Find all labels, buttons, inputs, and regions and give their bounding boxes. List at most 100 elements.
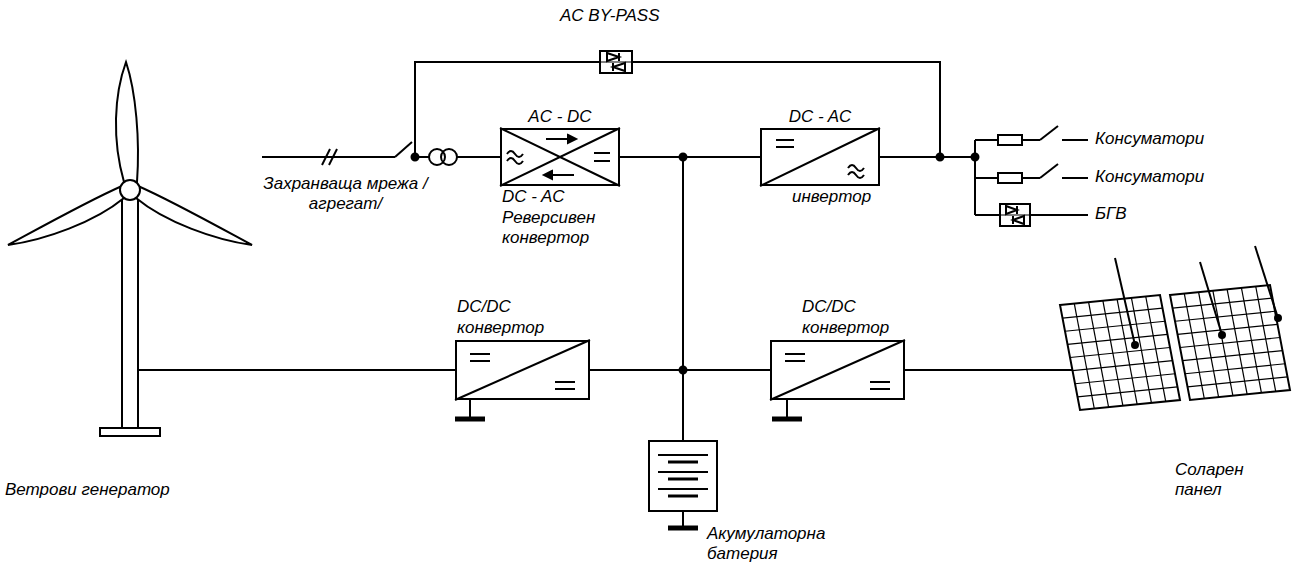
bus-wire bbox=[683, 370, 770, 440]
drawing-stroke bbox=[1173, 298, 1273, 308]
drawing-stroke bbox=[975, 139, 998, 141]
drawing-stroke bbox=[100, 428, 160, 436]
drawing-stroke bbox=[1063, 308, 1163, 318]
drawing-stroke bbox=[470, 360, 490, 362]
drawing-stroke bbox=[1030, 214, 1088, 216]
drawing-stroke bbox=[618, 53, 620, 61]
drawing-stroke bbox=[785, 360, 805, 362]
drawing-stroke bbox=[555, 388, 575, 390]
drawing-stroke bbox=[776, 139, 794, 141]
drawing-stroke bbox=[937, 154, 944, 161]
dcdc-converter-box: DC/DC конвертор bbox=[770, 340, 905, 400]
drawing-stroke bbox=[612, 63, 614, 71]
drawing-stroke bbox=[1185, 364, 1285, 374]
drawing-stroke bbox=[870, 381, 890, 383]
drawing-stroke bbox=[1180, 338, 1280, 348]
inverter-box: DC - ACинвертор bbox=[760, 128, 880, 186]
drawing-stroke bbox=[1200, 262, 1222, 335]
drawing-stroke bbox=[776, 146, 794, 148]
drawing-stroke bbox=[1062, 139, 1088, 141]
drawing-stroke bbox=[1188, 377, 1288, 387]
drawing-stroke bbox=[262, 156, 395, 158]
drawing-stroke bbox=[658, 488, 708, 490]
drawing-stroke bbox=[1075, 374, 1175, 384]
drawing-stroke bbox=[1070, 348, 1170, 358]
drawing-stroke bbox=[546, 138, 568, 140]
drawing-stroke bbox=[1000, 204, 1030, 226]
drawing-stroke bbox=[1255, 246, 1278, 318]
drawing-stroke bbox=[1013, 216, 1024, 224]
bus-wire bbox=[620, 157, 683, 440]
drawing-stroke bbox=[1073, 361, 1173, 371]
drawing-stroke bbox=[668, 461, 698, 464]
drawing-stroke bbox=[613, 63, 625, 71]
drawing-stroke bbox=[594, 152, 610, 154]
drawing-stroke bbox=[1022, 177, 1040, 179]
bus-wire bbox=[590, 370, 683, 440]
drawing-stroke bbox=[1115, 258, 1135, 345]
drawing-stroke bbox=[1219, 332, 1225, 338]
drawing-stroke bbox=[8, 186, 124, 245]
solar-panel-grid bbox=[1060, 285, 1290, 410]
mains-label: Захранваща мрежа /агрегат/ bbox=[258, 174, 433, 215]
drawing-stroke bbox=[632, 62, 940, 157]
node-text: DC/DC конвертор bbox=[457, 297, 552, 338]
drawing-stroke bbox=[395, 142, 412, 157]
drawing-stroke bbox=[998, 135, 1022, 145]
dcdc-converter-box: DC/DC конвертор bbox=[455, 340, 590, 400]
drawing-stroke bbox=[1012, 216, 1014, 224]
drawing-stroke bbox=[507, 151, 523, 164]
drawing-stroke bbox=[329, 149, 337, 165]
drawing-stroke bbox=[785, 353, 805, 355]
drawing-stroke bbox=[544, 171, 552, 179]
drawing-stroke bbox=[1178, 324, 1278, 334]
node-text: Ветрови генератор bbox=[5, 480, 170, 500]
consumer-label: Консуматори bbox=[1095, 167, 1204, 187]
node-text: DC/DC конвертор bbox=[802, 297, 897, 338]
drawing-stroke bbox=[668, 495, 698, 498]
drawing-stroke bbox=[1022, 139, 1040, 141]
drawing-stroke bbox=[880, 156, 975, 158]
drawing-stroke bbox=[607, 53, 619, 61]
drawing-stroke bbox=[760, 128, 880, 186]
drawing-stroke bbox=[1065, 321, 1165, 331]
battery: Акумулаторна батерия bbox=[648, 440, 718, 512]
drawing-stroke bbox=[1000, 215, 1030, 216]
drawing-stroke bbox=[136, 186, 252, 245]
drawing-stroke bbox=[658, 471, 708, 473]
drawing-stroke bbox=[594, 160, 610, 162]
drawing-stroke bbox=[1060, 295, 1180, 410]
drawing-stroke bbox=[1068, 334, 1168, 344]
drawing-stroke bbox=[998, 173, 1022, 183]
drawing-stroke bbox=[1132, 342, 1138, 348]
solar-panel: Соларен панел bbox=[1040, 270, 1305, 530]
drawing-stroke bbox=[116, 62, 138, 182]
drawing-stroke bbox=[870, 388, 890, 390]
drawing-stroke bbox=[1040, 369, 1072, 371]
node-text: инвертор bbox=[792, 187, 871, 207]
drawing-stroke bbox=[772, 417, 802, 422]
drawing-stroke bbox=[1006, 206, 1017, 214]
node-text: AC - DC bbox=[528, 107, 591, 127]
node-text: DC - AC bbox=[502, 187, 565, 207]
node-text: DC - AC bbox=[789, 107, 852, 127]
drawing-stroke bbox=[500, 128, 620, 186]
drawing-stroke bbox=[786, 400, 788, 418]
drawing-stroke bbox=[682, 512, 684, 527]
drawing-stroke bbox=[975, 177, 998, 179]
drawing-stroke bbox=[457, 156, 500, 158]
drawing-stroke bbox=[415, 156, 429, 158]
node-text: Реверсивен конвертор bbox=[502, 208, 614, 249]
wind-generator: Ветрови генератор bbox=[0, 50, 260, 440]
drawing-stroke bbox=[122, 198, 138, 428]
drawing-stroke bbox=[500, 128, 620, 186]
drawing-stroke bbox=[470, 353, 490, 355]
drawing-stroke bbox=[1078, 387, 1178, 397]
drawing-stroke bbox=[1040, 164, 1058, 178]
reversible-converter-box: AC - DCDC - ACРеверсивен конвертор bbox=[500, 128, 620, 186]
drawing-stroke bbox=[668, 478, 698, 481]
drawing-stroke bbox=[975, 214, 1000, 216]
bus-wire bbox=[905, 369, 1040, 371]
drawing-stroke bbox=[455, 340, 590, 400]
